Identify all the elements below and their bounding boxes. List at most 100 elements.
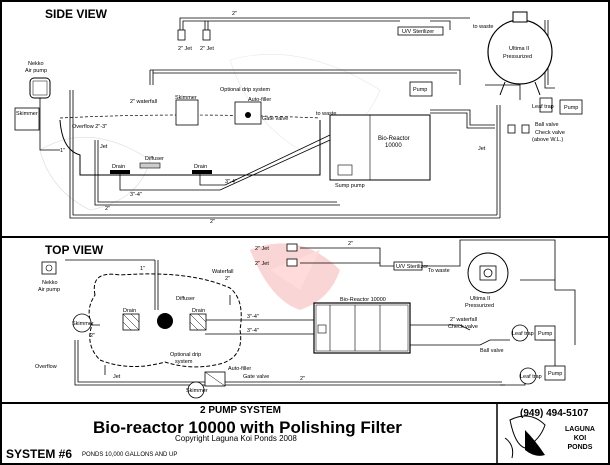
side-drain-left-label: Drain — [112, 164, 125, 170]
side-skimmer-mid-label: Skimmer — [175, 95, 197, 101]
top-gate-valve-label: Gate valve — [243, 374, 269, 380]
koi-watermark — [39, 54, 381, 310]
top-system-label: system — [175, 359, 193, 365]
side-pumps — [409, 81, 583, 134]
top-jet-label: Jet — [113, 374, 121, 380]
top-ultima-filter — [467, 252, 509, 294]
top-pipe-2-left-label: 2" — [90, 333, 95, 339]
top-waterfall-label: Waterfall — [212, 269, 234, 275]
side-skimmers — [14, 99, 199, 131]
side-drain-left — [110, 170, 130, 174]
top-to-waste-label: To waste — [428, 268, 450, 274]
side-diffuser — [139, 162, 161, 169]
side-check-valve-note: (above W.L.) — [532, 137, 563, 143]
top-ball-valve-label: Ball valve — [480, 348, 504, 354]
side-overflow-label: Overflow 2"-3" — [72, 124, 107, 130]
side-pipes — [39, 17, 555, 219]
side-ultima-filter — [487, 11, 553, 96]
side-ultima-label: Ultima II — [509, 46, 530, 52]
top-skimmer-bottom-label: Skimmer — [186, 388, 208, 394]
side-jet-right-label: Jet — [478, 146, 486, 152]
side-diffuser-label: Diffuser — [145, 156, 164, 162]
top-pipe-34a-label: 3"-4" — [247, 314, 259, 320]
top-diffuser — [157, 313, 173, 329]
side-check-valve-label: Check valve — [535, 130, 565, 136]
side-bio-reactor-num: 10000 — [385, 143, 402, 149]
side-leaf-trap-label: Leaf trap — [532, 104, 554, 110]
side-skimmer-left-label: Skimmer — [16, 111, 38, 117]
side-jets — [177, 29, 211, 41]
top-skimmer-left-label: Skimmer — [72, 321, 94, 327]
side-pipe-2a-label: 2" — [105, 206, 110, 212]
side-auto-filler-label: Auto-filler — [248, 97, 271, 103]
top-bio-reactor-label: Bio-Reactor 10000 — [340, 297, 386, 303]
top-overflow-label: Overflow — [35, 364, 57, 370]
top-diffuser-label: Diffuser — [176, 296, 195, 302]
top-leaf-trap-a-label: Leaf trap — [512, 331, 534, 337]
top-view-title: TOP VIEW — [45, 243, 104, 257]
side-pressurized-label: Pressurized — [503, 54, 532, 60]
top-pond-outline — [88, 273, 242, 368]
side-ball-valve-label: Ball valve — [535, 122, 559, 128]
top-pipe-2-top-label: 2" — [348, 241, 353, 247]
top-uv-sterilizer — [393, 261, 423, 271]
top-drain-left-label: Drain — [123, 308, 136, 314]
side-pipe-2b-label: 2" — [210, 219, 215, 225]
top-pipe-34b-label: 3"-4" — [247, 328, 259, 334]
top-pipe-1-label: 1" — [140, 266, 145, 272]
side-jet-a-label: 2" Jet — [178, 46, 192, 52]
side-jet-label: Jet — [100, 144, 108, 150]
side-to-waste-mid-label: to waste — [316, 111, 336, 117]
side-pump-right-label: Pump — [564, 105, 578, 111]
top-waterfall-right-label: 2" waterfall — [450, 317, 477, 323]
top-pump-b-label: Pump — [548, 371, 562, 377]
side-drain-mid-label: Drain — [194, 164, 207, 170]
top-check-valve-label: Check valve — [448, 324, 478, 330]
phone-number: (949) 494-5107 — [520, 408, 589, 419]
top-leaf-trap-b-label: Leaf trap — [520, 374, 542, 380]
side-pipe-top-label: 2" — [232, 11, 237, 17]
system-type: 2 PUMP SYSTEM — [200, 405, 281, 416]
side-pipe-34-a-label: 3"-4" — [130, 192, 142, 198]
side-pipe-34-b-label: 3"-4" — [225, 179, 237, 185]
side-bio-reactor — [329, 114, 431, 181]
side-gate-valve-label: Gate valve — [262, 116, 288, 122]
top-auto-filler-label: Auto-filler — [228, 366, 251, 372]
top-jets — [286, 243, 298, 267]
top-nekko-label: Nekko — [42, 280, 58, 286]
system-note: PONDS 10,000 GALLONS AND UP — [82, 452, 178, 458]
side-sump-pump-label: Sump pump — [335, 183, 365, 189]
top-skimmer-left — [72, 313, 92, 333]
side-nekko-label: Nekko — [28, 61, 44, 67]
side-air-pump — [29, 77, 51, 99]
side-uv-sterilizer — [397, 26, 444, 36]
side-view-title: SIDE VIEW — [45, 7, 108, 21]
copyright: Copyright Laguna Koi Ponds 2008 — [175, 434, 297, 443]
top-pressurized-label: Pressurized — [465, 303, 494, 309]
system-number: SYSTEM #6 — [6, 447, 73, 461]
side-bio-reactor-label: Bio-Reactor — [378, 136, 410, 142]
brand-line2: KOI — [573, 435, 587, 442]
brand-name: LAGUNA KOI PONDS — [565, 425, 595, 452]
top-optional-drip-label: Optional drip — [170, 352, 201, 358]
top-jet-a-label: 2" Jet — [255, 246, 269, 252]
side-pump-top-label: Pump — [413, 87, 427, 93]
top-air-pump-label: Air pump — [38, 287, 60, 293]
side-jet-b-label: 2" Jet — [200, 46, 214, 52]
top-ultima-label: Ultima II — [470, 296, 491, 302]
side-drain-mid — [192, 170, 212, 174]
top-pump-a-label: Pump — [538, 331, 552, 337]
brand-line3: PONDS — [567, 444, 593, 451]
top-pipe-2-bottom-label: 2" — [300, 376, 305, 382]
side-pond-outline — [59, 119, 321, 176]
top-skimmer-bottom — [187, 381, 205, 399]
side-air-pump-label: Air pump — [25, 68, 47, 74]
side-pipe-1-label: 1" — [60, 148, 65, 154]
top-auto-filler — [204, 371, 226, 387]
top-air-pump — [41, 261, 57, 275]
side-waterfall-label: 2" waterfall — [130, 99, 157, 105]
top-air-pump-dial — [45, 264, 53, 272]
